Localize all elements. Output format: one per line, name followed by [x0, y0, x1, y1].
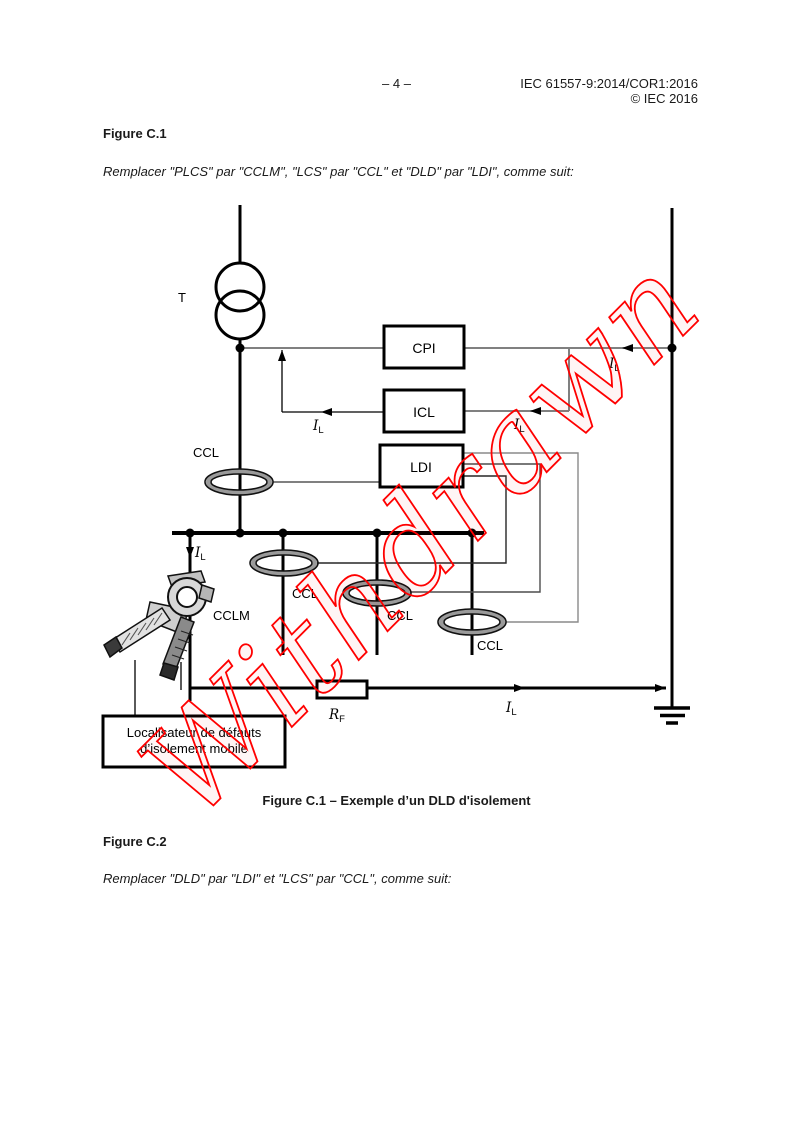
toroid-icon — [437, 608, 507, 636]
resistor-label: RF — [328, 707, 345, 725]
fault-resistor: RF — [315, 679, 369, 725]
ground-icon — [654, 706, 690, 725]
diagram-labels: CCL CCL CCL CCL CCLM IL IL IL IL IL — [193, 356, 620, 718]
ccl-label-1: CCL — [193, 445, 219, 460]
cpi-box — [382, 324, 466, 370]
arrow-up-icon — [278, 350, 286, 361]
current-arrows — [186, 344, 666, 692]
ldi-box — [378, 443, 465, 489]
current-label-fault: IL — [505, 700, 517, 718]
figure-c1-caption: Figure C.1 – Exemple d’un DLD d'isolemen… — [262, 793, 531, 808]
document-reference: IEC 61557-9:2014/COR1:2016 © IEC 2016 — [520, 76, 698, 106]
icl-box — [382, 388, 466, 434]
arrow-right-icon — [655, 684, 666, 692]
locator-label-line1: Localisateur de défauts — [127, 725, 262, 740]
figure-c1-heading: Figure C.1 — [103, 126, 167, 141]
page-number: – 4 – — [382, 76, 411, 91]
arrow-left-icon — [530, 407, 541, 415]
ccl-label-3: CCL — [387, 608, 413, 623]
transformer-icon — [214, 261, 266, 341]
figure-c1-instruction: Remplacer "PLCS" par "CCLM", "LCS" par "… — [103, 164, 574, 179]
gray-connections — [240, 347, 672, 483]
current-label-cpi: IL — [608, 356, 620, 374]
feedback-lines — [134, 350, 384, 716]
arrow-left-icon — [321, 408, 332, 416]
ldi-box-label: LDI — [410, 459, 432, 475]
arrow-left-icon — [622, 344, 633, 352]
arrow-down-icon — [186, 547, 194, 558]
cclm-label: CCLM — [213, 608, 250, 623]
clamp-meter-icon — [103, 570, 215, 681]
toroid-icon — [204, 468, 274, 496]
current-label-icl-right: IL — [513, 417, 525, 435]
ccl-label-2: CCL — [292, 586, 318, 601]
locator-box: Localisateur de défauts d’isolement mobi… — [101, 714, 287, 769]
doc-ref-line: IEC 61557-9:2014/COR1:2016 — [520, 76, 698, 91]
junction-dots — [185, 343, 677, 538]
ccl-toroids — [204, 468, 507, 636]
device-boxes: CPI ICL LDI — [378, 324, 466, 489]
cpi-box-label: CPI — [412, 340, 435, 356]
toroid-icon — [249, 549, 319, 577]
copyright-line: © IEC 2016 — [630, 91, 698, 106]
arrow-right-icon — [514, 684, 525, 692]
toroid-icon — [342, 579, 412, 607]
figure-c2-heading: Figure C.2 — [103, 834, 167, 849]
figure-c2-instruction: Remplacer "DLD" par "LDI" et "LCS" par "… — [103, 871, 452, 886]
locator-label-line2: d’isolement mobile — [140, 741, 248, 756]
ccl-label-4: CCL — [477, 638, 503, 653]
ldi-routing-wires — [317, 452, 579, 623]
icl-box-label: ICL — [413, 404, 435, 420]
resistor-box — [315, 679, 369, 700]
current-label-feeder: IL — [194, 545, 206, 563]
transformer-label: T — [178, 290, 186, 305]
current-label-icl-left: IL — [312, 418, 324, 436]
